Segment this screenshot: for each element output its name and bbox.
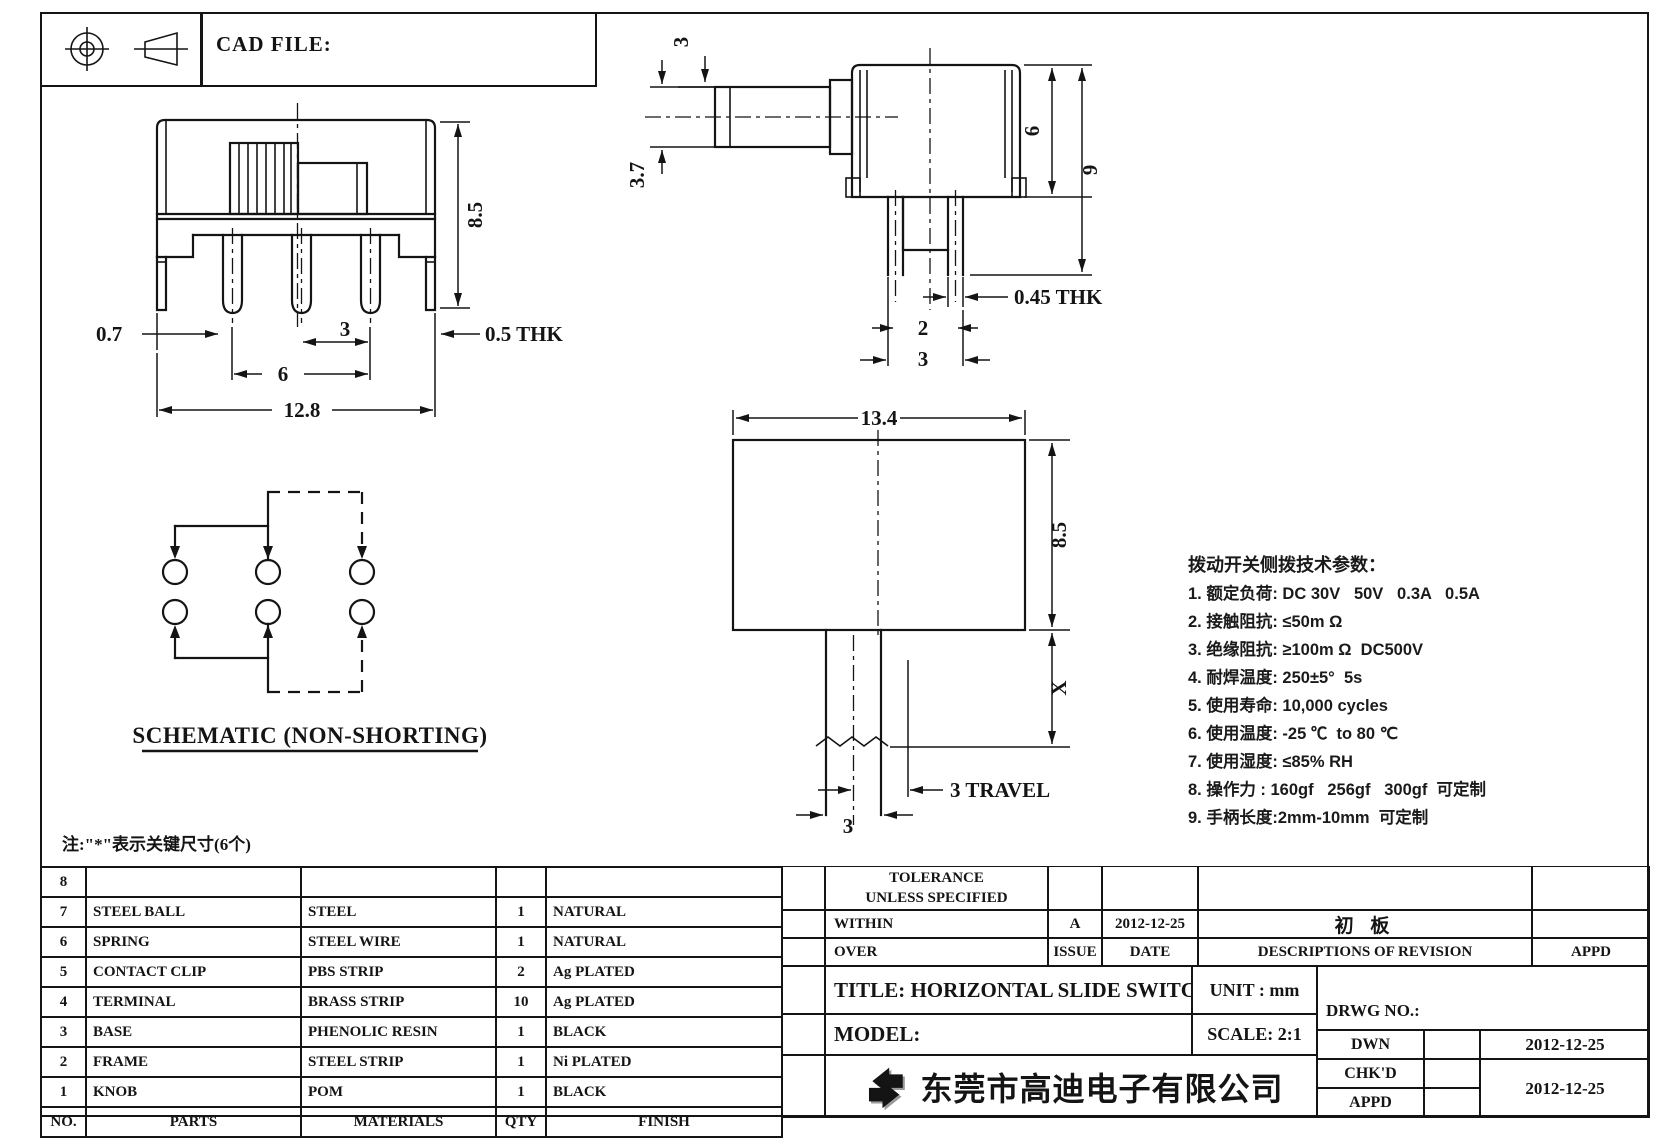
- top-body: [731, 438, 1027, 632]
- tech-param-item: 5. 使用寿命: 10,000 cycles: [1188, 697, 1388, 715]
- revision-label: DESCRIPTIONS OF REVISION: [1198, 938, 1532, 966]
- date-label: DATE: [1102, 938, 1198, 966]
- drawing-title: TITLE: HORIZONTAL SLIDE SWITCH: [825, 966, 1192, 1014]
- tech-param-item: 7. 使用湿度: ≤85% RH: [1188, 753, 1353, 771]
- table-row: 8: [40, 866, 783, 898]
- dim-front-width: 12.8: [284, 398, 321, 422]
- scale-label: SCALE: 2:1: [1192, 1014, 1317, 1055]
- dwn-date: 2012-12-25: [1480, 1030, 1650, 1059]
- side-view: 3 3.7 6 9 0.45 THK 2 3: [625, 37, 1103, 371]
- tech-param-item: 9. 手柄长度:2mm-10mm 可定制: [1188, 809, 1429, 827]
- sheet-border: [40, 12, 1649, 1117]
- appd-col-label: APPD: [1532, 938, 1650, 966]
- dim-top-width: 13.4: [861, 406, 898, 430]
- schematic-caption: SCHEMATIC (NON-SHORTING): [132, 723, 487, 748]
- side-body: [850, 63, 1022, 199]
- schematic: SCHEMATIC (NON-SHORTING): [132, 490, 487, 753]
- over-label: OVER: [825, 938, 1048, 966]
- dim-side-knob-height: 3.7: [625, 162, 649, 188]
- right-foot: [424, 255, 437, 312]
- dim-side-pin-pitch: 3: [918, 347, 929, 371]
- dim-top-travel: 3 TRAVEL: [950, 778, 1050, 802]
- chkd-label: CHK'D: [1317, 1059, 1424, 1088]
- projection-angle-icon: [134, 31, 188, 67]
- knob-slide: [296, 161, 369, 216]
- dwn-label: DWN: [1317, 1030, 1424, 1059]
- title-block: TOLERANCE UNLESS SPECIFIED WITHIN A 2012…: [781, 866, 1650, 1118]
- tech-param-item: 1. 额定负荷: DC 30V 50V 0.3A 0.5A: [1188, 585, 1480, 603]
- revision-value: 初 板: [1198, 910, 1532, 938]
- dim-front-span: 6: [278, 362, 289, 386]
- header-symbol-divider: [200, 14, 203, 85]
- left-foot: [155, 255, 168, 312]
- drwg-no-label: DRWG NO.:: [1317, 966, 1650, 1030]
- within-label: WITHIN: [825, 910, 1048, 938]
- approval-date: 2012-12-25: [1480, 1059, 1650, 1118]
- dim-side-total-height: 9: [1078, 165, 1102, 176]
- dim-side-pin-thk: 0.45 THK: [1014, 285, 1103, 309]
- dim-front-height: 8.5: [463, 202, 487, 228]
- dim-side-knob-offset: 3: [669, 37, 693, 48]
- tech-params: 拨动开关侧拨技术参数： 1. 额定负荷: DC 30V 50V 0.3A 0.5…: [1188, 550, 1650, 832]
- knob-hatched: [228, 141, 300, 216]
- tolerance-cell: TOLERANCE UNLESS SPECIFIED: [825, 866, 1048, 910]
- break-line: [815, 736, 889, 747]
- company-cell: 东莞市高迪电子有限公司: [825, 1055, 1317, 1118]
- tech-param-item: 8. 操作力 : 160gf 256gf 300gf 可定制: [1188, 781, 1486, 799]
- company-logo: [869, 1067, 906, 1110]
- key-dimension-note: 注:"*"表示关键尺寸(6个): [62, 835, 251, 854]
- table-footer-row: NO. PARTS MATERIALS QTY FINISH: [40, 1106, 783, 1138]
- model-label: MODEL:: [825, 1014, 1192, 1055]
- top-view: 13.4 8.5 X 3 TRAVEL 3: [731, 406, 1071, 838]
- front-view: 8.5 0.7 3 6 12.8 0.5 THK: [96, 103, 563, 422]
- side-pins: [886, 190, 965, 302]
- issue-value: A: [1048, 910, 1102, 938]
- top-stem: [815, 628, 889, 825]
- datum-target-icon: [65, 27, 109, 71]
- dim-side-body-height: 6: [1020, 126, 1044, 137]
- appd-label: APPD: [1317, 1088, 1424, 1118]
- unit-label: UNIT : mm: [1192, 966, 1317, 1014]
- dim-side-pin-gap: 2: [918, 316, 929, 340]
- tech-params-title: 拨动开关侧拨技术参数：: [1188, 555, 1386, 575]
- revision-date: 2012-12-25: [1102, 910, 1198, 938]
- company-name: 东莞市高迪电子有限公司: [920, 1070, 1284, 1107]
- header-divider: [42, 14, 597, 87]
- tech-param-item: 4. 耐焊温度: 250±5° 5s: [1188, 669, 1363, 687]
- cad-file-label: CAD FILE:: [216, 32, 332, 56]
- issue-label: ISSUE: [1048, 938, 1102, 966]
- dim-front-offset: 0.7: [96, 322, 122, 346]
- switch-body-outline: [155, 118, 437, 259]
- terminals: [161, 558, 376, 626]
- tech-param-item: 3. 绝缘阻抗: ≥100m Ω DC500V: [1188, 641, 1424, 659]
- dim-top-handle-length: X: [1047, 680, 1071, 695]
- tech-param-item: 6. 使用温度: -25 ℃ to 80 ℃: [1188, 725, 1399, 743]
- dim-top-depth: 8.5: [1047, 522, 1071, 548]
- dim-front-thk: 0.5 THK: [485, 322, 563, 346]
- header-symbols: [65, 27, 188, 71]
- dim-front-pitch: 3: [340, 317, 351, 341]
- tech-param-item: 2. 接触阻抗: ≤50m Ω: [1188, 613, 1343, 631]
- dim-top-travel-width: 3: [843, 814, 854, 838]
